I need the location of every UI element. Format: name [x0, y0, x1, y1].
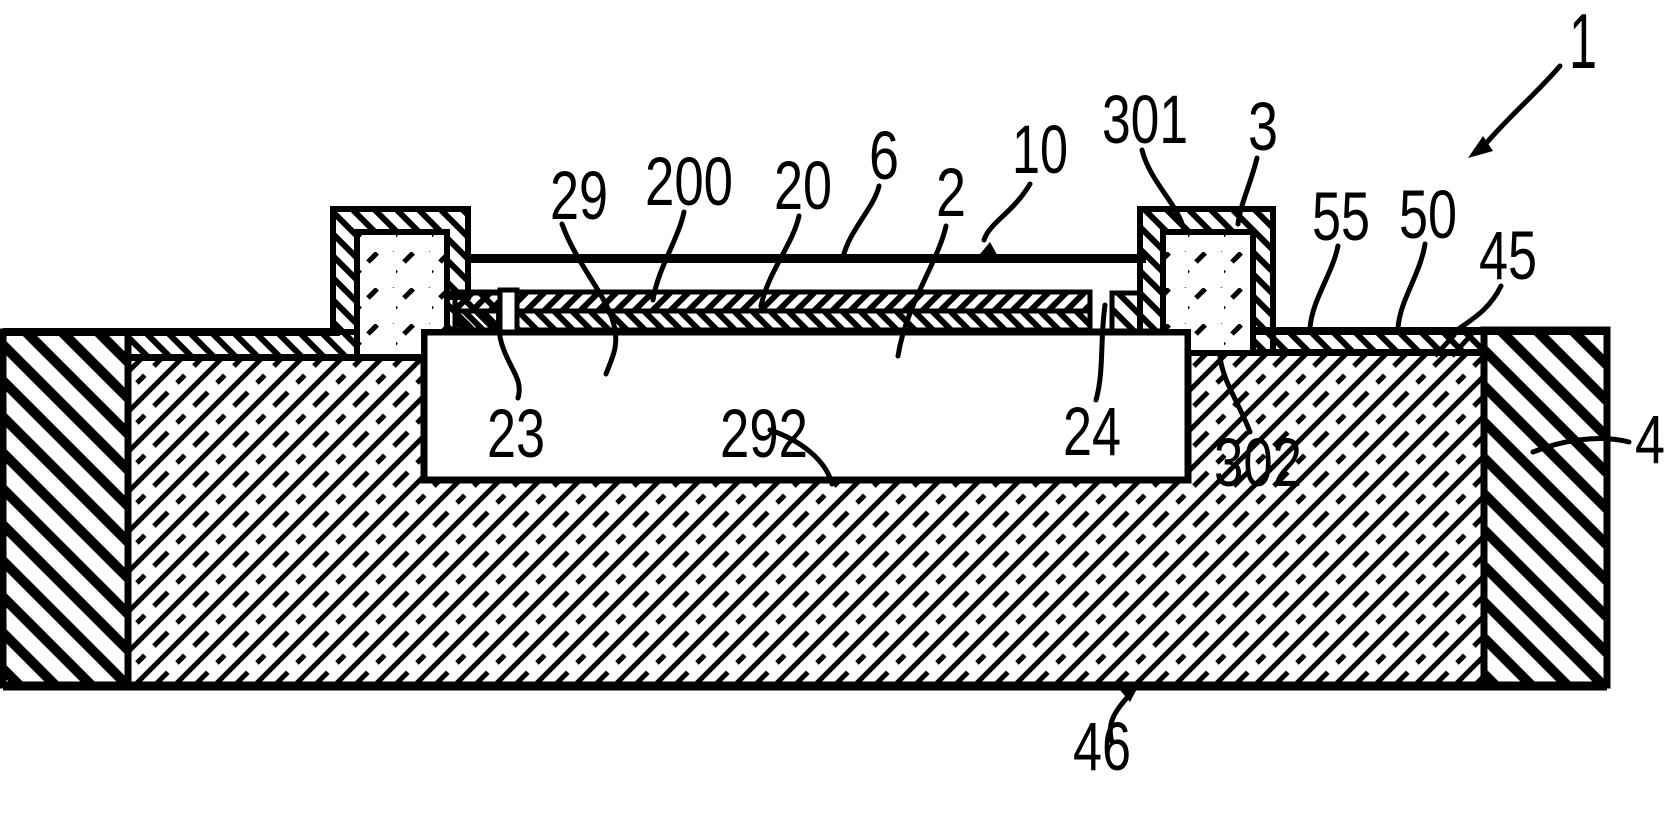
label-6: 6 — [869, 117, 899, 194]
stack-layer-bottom — [452, 308, 1093, 333]
label-45: 45 — [1479, 217, 1537, 294]
label-23: 23 — [487, 395, 545, 472]
label-46: 46 — [1073, 708, 1131, 785]
label-200: 200 — [645, 143, 733, 220]
contact-foot-right — [1109, 290, 1143, 335]
leader-20 — [758, 213, 802, 309]
label-2: 2 — [936, 154, 966, 231]
pillar-core-left-hatch — [354, 229, 450, 360]
label-292: 292 — [720, 395, 808, 472]
label-3: 3 — [1248, 88, 1278, 165]
leader-301 — [1139, 147, 1187, 233]
leader-55 — [1307, 243, 1341, 331]
leader-292 — [767, 427, 835, 487]
leader-10 — [981, 181, 1033, 243]
label-4: 4 — [1635, 401, 1665, 478]
outer-wall-right — [1480, 326, 1611, 689]
label-302: 302 — [1214, 424, 1302, 501]
membrane-plate — [465, 254, 1146, 263]
reference-numerals: 1 29 200 20 6 2 10 301 3 55 50 45 23 292… — [487, 0, 1665, 785]
leader-45 — [1453, 283, 1504, 334]
contact-slot-left — [497, 287, 520, 335]
leader-2 — [895, 223, 949, 359]
leader-200 — [650, 209, 687, 303]
leader-24 — [1093, 302, 1108, 403]
arrowhead-46 — [1120, 683, 1140, 702]
label-20: 20 — [774, 147, 832, 224]
label-24: 24 — [1063, 393, 1121, 470]
label-29: 29 — [550, 157, 608, 234]
label-10: 10 — [1012, 111, 1068, 188]
pillar-core-right-hatch — [1160, 229, 1256, 356]
label-55: 55 — [1312, 178, 1370, 255]
stack-layer-top — [452, 289, 1093, 314]
leader-302 — [1217, 353, 1253, 435]
label-301: 301 — [1102, 81, 1188, 158]
leader-4 — [1530, 436, 1632, 455]
leader-6 — [840, 183, 882, 261]
label-1: 1 — [1569, 0, 1597, 85]
arrowhead-10 — [980, 242, 1000, 260]
leader-1 — [1479, 63, 1563, 151]
outer-wall-left — [0, 328, 132, 689]
leader-50 — [1395, 241, 1428, 331]
leader-3 — [1235, 155, 1260, 227]
leader-29 — [559, 221, 619, 377]
leader-lines — [495, 63, 1632, 745]
seam-45-ticks — [1433, 332, 1474, 358]
label-50: 50 — [1399, 176, 1457, 253]
leader-23 — [495, 307, 522, 401]
arrowhead-1 — [1468, 136, 1493, 158]
